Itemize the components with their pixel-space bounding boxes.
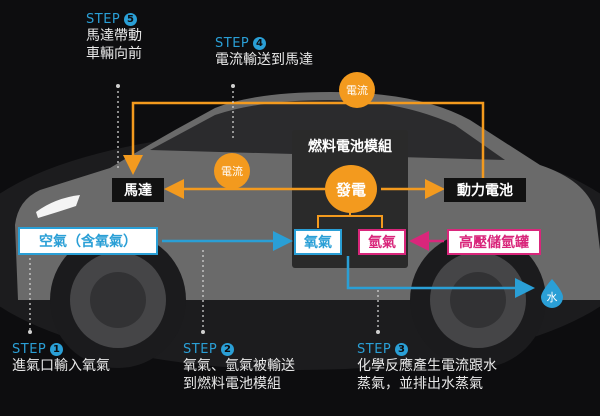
step-2: STEP 2 氧氣、氫氣被輸送 到燃料電池模組 (183, 342, 295, 393)
hydrogen-label: 氫氣 (368, 235, 396, 251)
front-wheel (50, 232, 186, 368)
current-left-label: 電流 (221, 165, 243, 178)
step-3-label: STEP (357, 342, 392, 357)
current-loop-arrow (123, 101, 485, 180)
step-4: STEP 4 電流輸送到馬達 (215, 36, 313, 69)
hydrogen-tank-box: 高壓儲氫罐 (447, 229, 541, 255)
fuel-cell-title: 燃料電池模組 (308, 139, 392, 155)
battery-label: 動力電池 (457, 183, 513, 199)
leader-dots (28, 84, 380, 334)
generator-badge: 發電 (325, 165, 377, 213)
air-intake-box: 空氣（含氧氣） (18, 227, 158, 255)
step-2-number: 2 (221, 343, 235, 356)
water-label: 水 (546, 291, 558, 304)
oxygen-label: 氧氣 (304, 235, 332, 251)
leader-lines (29, 86, 379, 332)
air-intake-label: 空氣（含氧氣） (39, 234, 137, 250)
step-2-title: STEP 2 (183, 342, 295, 357)
step-5-title: STEP 5 (86, 12, 142, 27)
step-5-line1: 馬達帶動 (86, 28, 142, 44)
oxygen-box: 氧氣 (294, 229, 342, 255)
step-1-line1: 進氣口輸入氧氣 (12, 358, 110, 374)
step-2-label: STEP (183, 342, 218, 357)
step-5-number: 5 (124, 13, 138, 26)
step-3-title: STEP 3 (357, 342, 497, 357)
battery-box: 動力電池 (444, 178, 526, 202)
hydrogen-tank-label: 高壓儲氫罐 (459, 235, 529, 251)
step-3-line1: 化學反應產生電流跟水 (357, 358, 497, 374)
generator-label: 發電 (335, 180, 366, 199)
current-left-badge: 電流 (214, 153, 250, 189)
step-4-title: STEP 4 (215, 36, 313, 51)
step-4-number: 4 (253, 37, 267, 50)
water-drop-icon: 水 (539, 278, 565, 308)
water-exhaust-arrow (346, 256, 535, 298)
current-top-label: 電流 (346, 84, 368, 97)
motor-box: 馬達 (112, 178, 164, 202)
step-1-label: STEP (12, 342, 47, 357)
step-1-title: STEP 1 (12, 342, 110, 357)
step-3-number: 3 (395, 343, 409, 356)
step-4-label: STEP (215, 36, 250, 51)
step-5-label: STEP (86, 12, 121, 27)
step-2-line2: 到燃料電池模組 (183, 376, 281, 392)
motor-label: 馬達 (124, 183, 152, 199)
step-4-line1: 電流輸送到馬達 (215, 52, 313, 68)
step-3-line2: 蒸氣，並排出水蒸氣 (357, 376, 483, 392)
step-1: STEP 1 進氣口輸入氧氣 (12, 342, 110, 375)
step-2-line1: 氧氣、氫氣被輸送 (183, 358, 295, 374)
step-3: STEP 3 化學反應產生電流跟水 蒸氣，並排出水蒸氣 (357, 342, 497, 393)
rear-wheel (410, 232, 546, 368)
current-top-badge: 電流 (339, 72, 375, 108)
step-1-number: 1 (50, 343, 64, 356)
step-5: STEP 5 馬達帶動 車輛向前 (86, 12, 142, 63)
headlight (36, 195, 80, 218)
water-drop-shape (541, 279, 563, 308)
hydrogen-box: 氫氣 (358, 229, 406, 255)
step-5-line2: 車輛向前 (86, 46, 142, 62)
